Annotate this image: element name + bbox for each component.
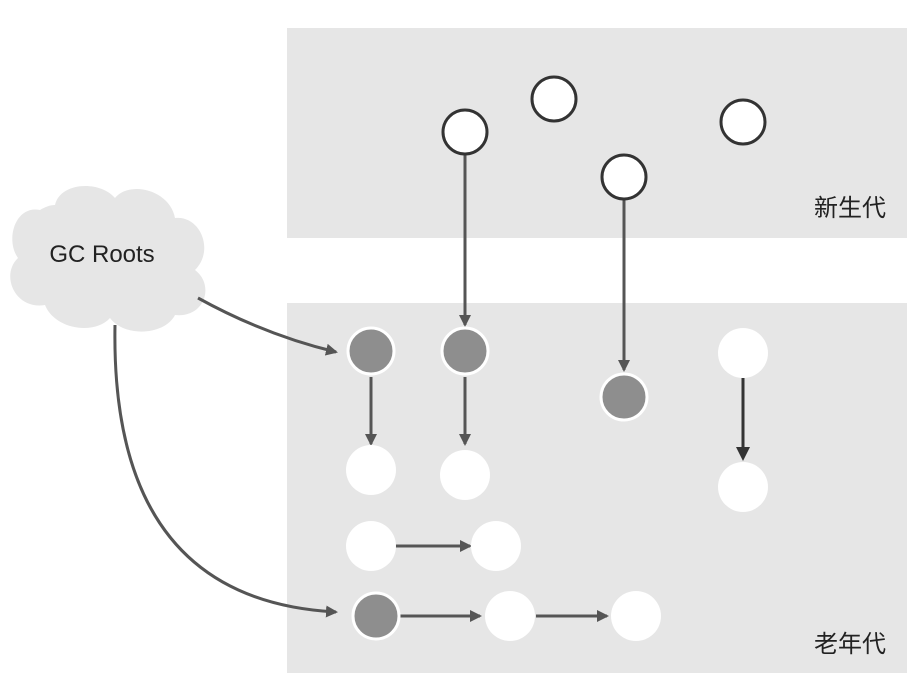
old-plain-objects [346, 328, 768, 641]
old-reachable-objects [346, 326, 649, 641]
young-objects [441, 75, 767, 201]
gc-roots-label: GC Roots [49, 241, 154, 268]
old-object-f [351, 591, 401, 641]
young-generation-label: 新生代 [814, 194, 886, 222]
young-object-3 [600, 153, 648, 201]
edge-roots-to-node-f [113, 324, 338, 618]
old-object-e2 [471, 521, 521, 571]
old-object-a2 [346, 445, 396, 495]
old-object-b [440, 326, 490, 376]
old-object-e1 [346, 521, 396, 571]
gc-roots-cloud: GC Roots [10, 185, 206, 332]
old-object-b2 [440, 450, 490, 500]
old-object-f3 [611, 591, 661, 641]
old-object-d [718, 328, 768, 378]
reference-edges [113, 155, 630, 622]
old-object-d2 [718, 462, 768, 512]
old-object-f2 [485, 591, 535, 641]
old-object-c [599, 372, 649, 422]
young-object-4 [719, 98, 767, 146]
old-object-a [346, 326, 396, 376]
old-generation-label: 老年代 [814, 630, 886, 658]
young-object-1 [441, 108, 489, 156]
edge-roots-to-node-a [197, 296, 338, 356]
young-generation-region [287, 28, 907, 238]
young-object-2 [530, 75, 578, 123]
